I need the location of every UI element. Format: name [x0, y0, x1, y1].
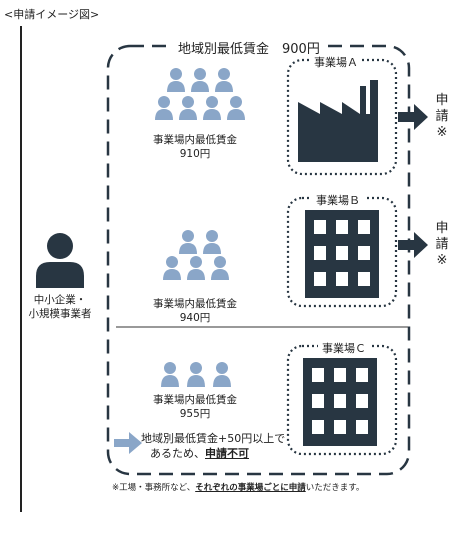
people-group-a-icon — [155, 68, 245, 120]
site-c-caption: 事業場内最低賃金 — [153, 394, 237, 406]
not-eligible-line2-prefix: あるため、 — [150, 447, 205, 460]
site-b-wage: 940円 — [179, 312, 211, 324]
site-c-label: 事業場Ｃ — [318, 340, 370, 356]
site-a-wage: 910円 — [179, 148, 211, 160]
not-eligible-line1: 地域別最低賃金+50円以上で — [141, 432, 286, 445]
site-a-apply-arrow-icon — [398, 104, 428, 130]
site-a-label: 事業場Ａ — [310, 54, 362, 70]
not-eligible-line2: あるため、申請不可 — [150, 445, 249, 461]
site-a-apply-char1: 申 — [435, 93, 449, 108]
site-c-wage: 955円 — [179, 408, 211, 420]
people-group-b-icon — [163, 230, 229, 280]
site-a-apply-char2: 請 — [435, 109, 449, 124]
site-b-apply-note: ※ — [436, 253, 448, 268]
footnote-prefix: ※工場・事務所など、 — [112, 483, 196, 493]
left-axis-line — [20, 26, 22, 512]
site-b-caption: 事業場内最低賃金 — [153, 298, 237, 310]
not-eligible-bold: 申請不可 — [205, 447, 249, 460]
applicant-label-line2: 小規模事業者 — [28, 308, 92, 320]
site-a-caption: 事業場内最低賃金 — [153, 134, 237, 146]
not-eligible-arrow-icon — [114, 432, 142, 454]
main-box-title: 地域別最低賃金 900円 — [172, 38, 326, 57]
applicant-label-line1: 中小企業・ — [33, 294, 87, 306]
people-group-c-icon — [161, 362, 231, 387]
applicant-person-icon — [36, 233, 84, 288]
office-building-b-icon — [305, 210, 379, 298]
site-b-apply-char1: 申 — [435, 221, 449, 236]
office-building-c-icon — [303, 358, 377, 446]
footnote-bold: それぞれの事業場ごとに申請 — [195, 483, 306, 493]
site-b-apply-char2: 請 — [435, 237, 449, 252]
site-b-apply-arrow-icon — [398, 232, 428, 258]
site-b-label: 事業場Ｂ — [312, 192, 364, 208]
footnote-suffix: いただきます。 — [305, 483, 365, 493]
factory-icon — [298, 80, 378, 162]
diagram-header-label: <申請イメージ図> — [4, 8, 100, 21]
footnote: ※工場・事務所など、それぞれの事業場ごとに申請いただきます。 — [112, 481, 364, 493]
site-a-apply-note: ※ — [436, 125, 448, 140]
